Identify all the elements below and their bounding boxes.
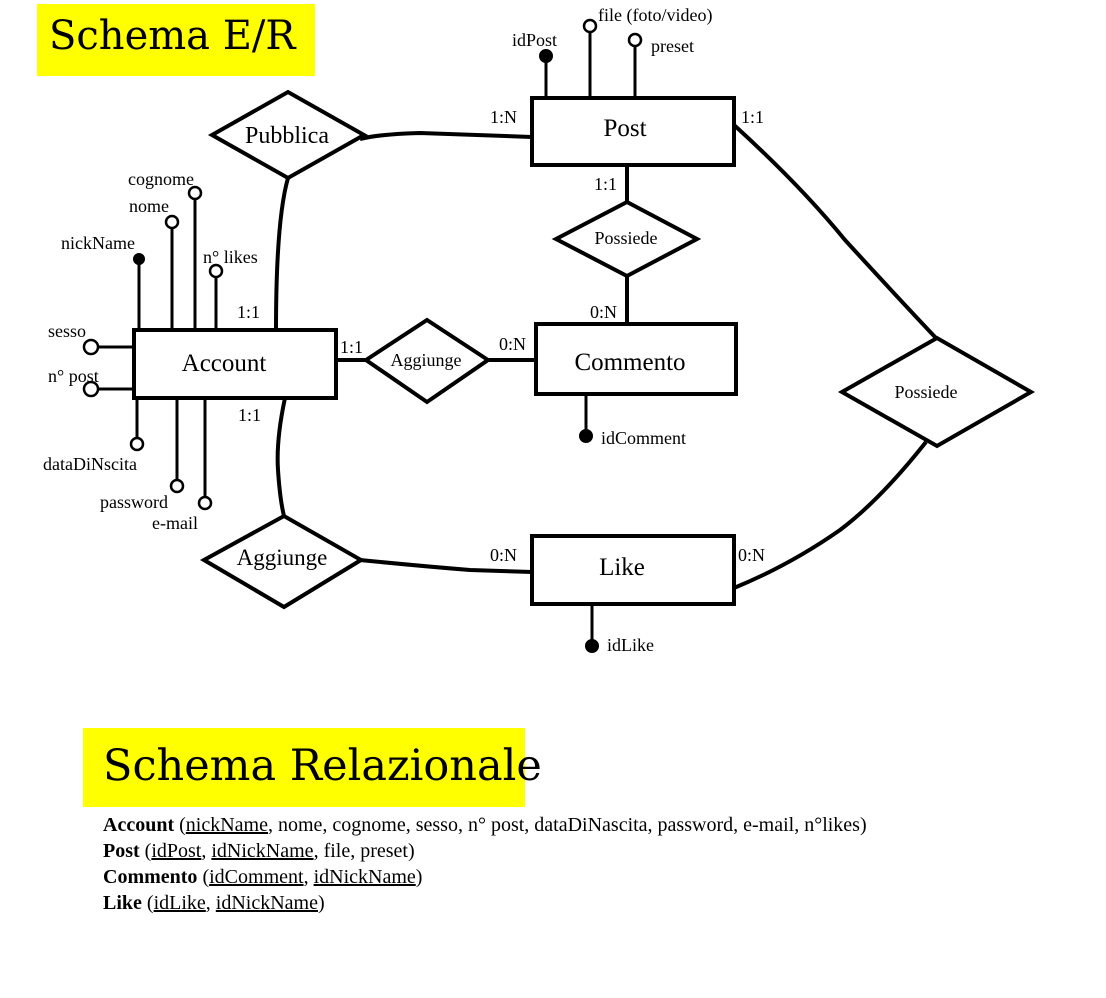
edge-aggiunge-like-entity <box>359 558 533 574</box>
cardinality-label: 1:1 <box>594 174 617 194</box>
edge-pubblica-post <box>359 130 533 141</box>
cardinality-label: 0:N <box>738 545 765 565</box>
relation-row: Account (nickName, nome, cognome, sesso,… <box>103 812 867 838</box>
attribute-label: password <box>100 492 168 512</box>
entity-account <box>132 328 338 400</box>
attribute-label: nickName <box>61 233 135 253</box>
relationship-pubblica-label: Pubblica <box>245 123 329 149</box>
attribute-markers <box>82 18 643 653</box>
attribute-marker <box>82 338 100 356</box>
key-attribute-marker <box>539 49 553 63</box>
attribute-marker <box>582 18 598 34</box>
attribute-marker <box>164 214 180 230</box>
attribute-marker <box>187 185 203 201</box>
entity-account-label: Account <box>182 350 267 377</box>
relational-schema: Account (nickName, nome, cognome, sesso,… <box>103 812 867 916</box>
relation-key-attribute: idNickName <box>313 866 416 888</box>
attribute-label: idComment <box>601 428 686 448</box>
cardinality-label: 1:1 <box>340 337 363 357</box>
relation-open-paren: ( <box>139 840 152 862</box>
relation-close-paren: ) <box>415 866 423 888</box>
relation-close-paren: ) <box>317 892 325 914</box>
relation-attribute: , nome, cognome, sesso, n° post, dataDiN… <box>267 814 860 836</box>
relationship-aggiunge-commento-label: Aggiunge <box>391 350 462 370</box>
relation-name: Post <box>103 840 140 862</box>
relational-title-box: Schema Relazionale <box>83 728 542 807</box>
relational-title: Schema Relazionale <box>103 741 542 791</box>
relationship-possiede-commento <box>551 199 702 279</box>
relation-key-attribute: nickName <box>185 814 268 836</box>
attribute-label: n° post <box>48 366 99 386</box>
entity-post <box>530 96 736 167</box>
entity-post-label: Post <box>603 115 646 142</box>
relation-close-paren: ) <box>859 814 867 836</box>
relationship-pubblica <box>207 89 369 181</box>
relation-attribute: , <box>201 840 212 862</box>
relation-name: Like <box>103 892 142 914</box>
relationship-aggiunge-like-label: Aggiunge <box>237 545 328 570</box>
attribute-marker <box>129 436 145 452</box>
relation-attribute: , <box>205 892 216 914</box>
attribute-label: sesso <box>48 321 86 341</box>
er-title-box: Schema E/R <box>37 4 315 76</box>
entity-commento-label: Commento <box>574 349 685 376</box>
key-attribute-marker <box>133 253 145 265</box>
relation-close-paren: ) <box>407 840 415 862</box>
attribute-label: cognome <box>128 169 194 189</box>
attribute-label: e-mail <box>152 513 198 533</box>
entity-like-label: Like <box>599 554 645 581</box>
relation-row: Commento (idComment, idNickName) <box>103 864 867 890</box>
attribute-label: preset <box>651 36 694 56</box>
er-title: Schema E/R <box>49 13 296 59</box>
relation-open-paren: ( <box>197 866 210 888</box>
cardinality-label: 0:N <box>590 302 617 322</box>
key-attribute-marker <box>585 639 599 653</box>
cardinality-label: 0:N <box>490 545 517 565</box>
cardinality-label: 1:1 <box>741 107 764 127</box>
attribute-marker <box>82 380 100 398</box>
relation-key-attribute: idPost <box>151 840 202 862</box>
attribute-label: idLike <box>607 635 654 655</box>
relation-open-paren: ( <box>141 892 154 914</box>
edge-possiede-like-entity <box>733 440 928 590</box>
relation-key-attribute: idNickName <box>215 892 318 914</box>
relation-key-attribute: idLike <box>153 892 206 914</box>
entity-like <box>530 534 736 606</box>
attribute-stems <box>98 32 637 640</box>
key-attribute-marker <box>579 429 593 443</box>
attribute-marker <box>208 263 224 279</box>
edge-account-aggiunge-like <box>275 397 287 517</box>
relationship-aggiunge-commento <box>362 317 492 405</box>
relation-attribute: , <box>303 866 314 888</box>
relation-row: Like (idLike, idNickName) <box>103 890 867 916</box>
relation-row: Post (idPost, idNickName, file, preset) <box>103 838 867 864</box>
relation-open-paren: ( <box>174 814 186 836</box>
relation-name: Commento <box>103 866 198 888</box>
connectors <box>274 123 938 590</box>
relation-name: Account <box>103 814 175 836</box>
attribute-marker <box>627 32 643 48</box>
relationship-possiede-commento-label: Possiede <box>595 228 658 248</box>
edge-pubblica-account <box>274 177 290 331</box>
relation-key-attribute: idNickName <box>211 840 314 862</box>
cardinality-label: 1:1 <box>238 405 261 425</box>
relationship-possiede-like-label: Possiede <box>895 382 958 402</box>
cardinality-label: 1:N <box>490 107 517 127</box>
attribute-marker <box>169 478 185 494</box>
relationship-aggiunge-like <box>199 513 365 610</box>
attribute-label: nome <box>129 196 169 216</box>
relation-key-attribute: idComment <box>209 866 304 888</box>
relation-attribute: , file, preset <box>313 840 408 862</box>
attribute-marker <box>197 495 213 511</box>
attribute-label: dataDiNscita <box>43 454 137 474</box>
edge-post-possiede-like <box>732 123 938 340</box>
attribute-label: idPost <box>512 30 557 50</box>
cardinality-label: 1:1 <box>237 302 260 322</box>
er-diagram: Post Account Commento Like Pubblica Poss… <box>43 5 1036 655</box>
relationship-possiede-like <box>837 335 1036 449</box>
attribute-label: n° likes <box>203 247 258 267</box>
entity-commento <box>534 322 738 396</box>
attribute-label: file (foto/video) <box>598 5 712 26</box>
cardinality-label: 0:N <box>499 334 526 354</box>
